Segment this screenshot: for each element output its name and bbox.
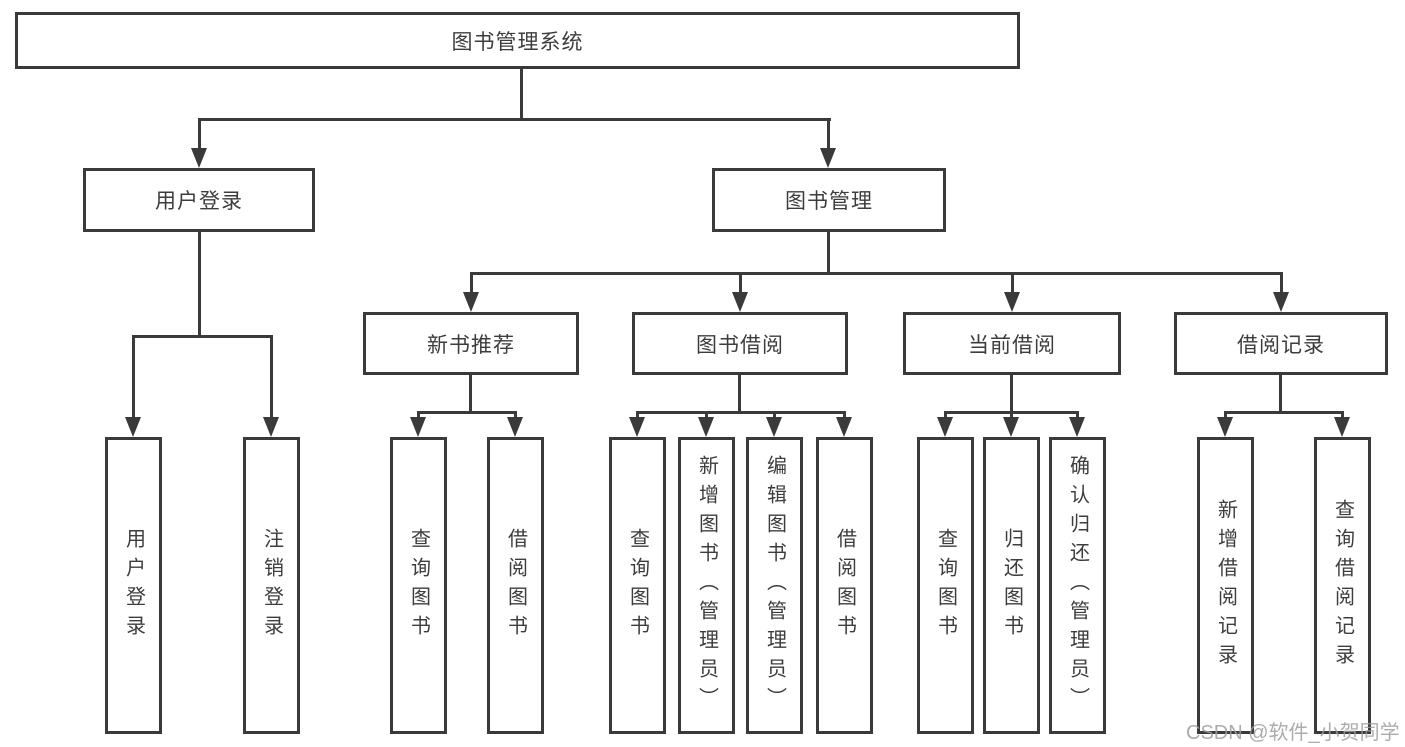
- node-borrowing-records: 借阅记录: [1174, 312, 1388, 375]
- connector-line: [1279, 375, 1282, 412]
- arrow-down-icon: [191, 148, 207, 168]
- arrow-shaft: [826, 118, 830, 150]
- connector-line: [470, 272, 1283, 275]
- node-label: 借阅记录: [1237, 333, 1325, 357]
- arrow-down-icon: [732, 292, 748, 312]
- arrow-shaft: [772, 411, 776, 419]
- leaf-label: 编辑图书（管理员）: [763, 455, 786, 716]
- leaf-label: 注销登录: [260, 527, 283, 644]
- node-label: 图书管理系统: [451, 30, 584, 54]
- arrow-down-icon: [1069, 417, 1085, 437]
- connector-line: [827, 232, 830, 273]
- leaf-query-borrow-record: 查询借阅记录: [1314, 437, 1371, 734]
- arrow-down-icon: [1217, 417, 1233, 437]
- leaf-label: 确认归还（管理员）: [1066, 455, 1089, 716]
- arrow-down-icon: [836, 417, 852, 437]
- arrow-shaft: [469, 272, 473, 294]
- leaf-add-borrow-record: 新增借阅记录: [1197, 437, 1254, 734]
- arrow-shaft: [1010, 272, 1014, 294]
- arrow-down-icon: [629, 417, 645, 437]
- leaf-query-books-current: 查询图书: [917, 437, 974, 734]
- arrow-down-icon: [766, 417, 782, 437]
- connector-line: [198, 232, 201, 336]
- arrow-down-icon: [698, 417, 714, 437]
- arrow-down-icon: [1003, 417, 1019, 437]
- arrow-shaft: [738, 272, 742, 294]
- node-current-borrowing: 当前借阅: [903, 312, 1121, 375]
- leaf-label: 新增借阅记录: [1214, 498, 1237, 673]
- arrow-down-icon: [263, 417, 279, 437]
- connector-line: [198, 118, 831, 121]
- arrow-down-icon: [463, 292, 479, 312]
- arrow-shaft: [635, 411, 639, 419]
- node-label: 新书推荐: [427, 333, 515, 357]
- leaf-borrow-books: 借阅图书: [816, 437, 873, 734]
- leaf-user-login: 用户登录: [105, 437, 162, 734]
- leaf-query-books-recommend: 查询图书: [390, 437, 447, 734]
- arrow-shaft: [269, 335, 273, 419]
- node-user-login: 用户登录: [83, 168, 315, 232]
- arrow-down-icon: [1334, 417, 1350, 437]
- arrow-down-icon: [1004, 292, 1020, 312]
- arrow-shaft: [704, 411, 708, 419]
- arrow-down-icon: [507, 417, 523, 437]
- leaf-borrow-books-recommend: 借阅图书: [487, 437, 544, 734]
- leaf-label: 查询借阅记录: [1331, 498, 1354, 673]
- node-book-management: 图书管理: [712, 168, 946, 232]
- arrow-shaft: [131, 335, 135, 419]
- leaf-logout: 注销登录: [243, 437, 300, 734]
- leaf-label: 查询图书: [407, 527, 430, 644]
- leaf-label: 归还图书: [1000, 527, 1023, 644]
- arrow-down-icon: [1273, 292, 1289, 312]
- leaf-query-books-borrowing: 查询图书: [609, 437, 666, 734]
- arrow-shaft: [197, 118, 201, 150]
- node-book-borrowing: 图书借阅: [632, 312, 848, 375]
- connector-line: [1224, 411, 1344, 414]
- connector-line: [417, 411, 517, 414]
- connector-line: [738, 375, 741, 412]
- connector-line: [469, 375, 472, 412]
- arrow-shaft: [1279, 272, 1283, 294]
- arrow-down-icon: [125, 417, 141, 437]
- connector-line: [132, 335, 273, 338]
- leaf-label: 查询图书: [934, 527, 957, 644]
- node-library-management-system: 图书管理系统: [15, 12, 1020, 69]
- node-label: 用户登录: [155, 190, 243, 213]
- watermark: CSDN @软件_小贺同学: [1186, 722, 1400, 744]
- leaf-label: 用户登录: [122, 527, 145, 644]
- arrow-shaft: [1009, 411, 1013, 419]
- leaf-confirm-return-admin: 确认归还（管理员）: [1049, 437, 1106, 734]
- connector-line: [520, 69, 523, 119]
- connector-line: [636, 411, 846, 414]
- connector-line: [1010, 375, 1013, 412]
- arrow-down-icon: [820, 148, 836, 168]
- node-new-book-recommend: 新书推荐: [363, 312, 579, 375]
- arrow-shaft: [1075, 411, 1079, 419]
- arrow-shaft: [1340, 411, 1344, 419]
- node-label: 图书借阅: [696, 333, 784, 357]
- leaf-label: 借阅图书: [504, 527, 527, 644]
- arrow-shaft: [416, 411, 420, 419]
- arrow-shaft: [943, 411, 947, 419]
- arrow-down-icon: [937, 417, 953, 437]
- leaf-edit-books-admin: 编辑图书（管理员）: [746, 437, 803, 734]
- node-label: 当前借阅: [968, 333, 1056, 357]
- node-label: 图书管理: [785, 190, 873, 213]
- leaf-return-books: 归还图书: [983, 437, 1040, 734]
- arrow-shaft: [513, 411, 517, 419]
- leaf-add-books-admin: 新增图书（管理员）: [678, 437, 735, 734]
- arrow-down-icon: [410, 417, 426, 437]
- arrow-shaft: [1223, 411, 1227, 419]
- leaf-label: 查询图书: [626, 527, 649, 644]
- arrow-shaft: [842, 411, 846, 419]
- leaf-label: 借阅图书: [833, 527, 856, 644]
- leaf-label: 新增图书（管理员）: [695, 455, 718, 716]
